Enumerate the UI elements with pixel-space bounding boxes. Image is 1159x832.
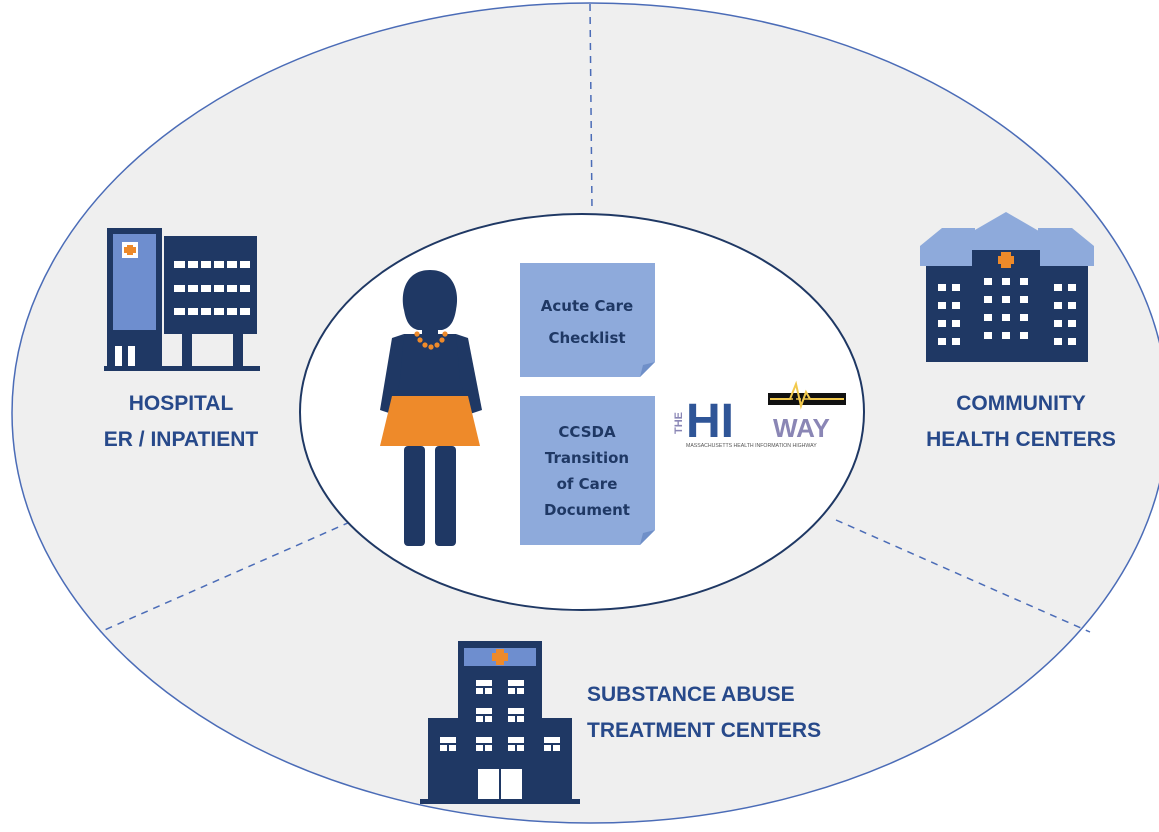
hospital-label-line1: HOSPITAL [129,392,234,415]
logo-hi: HI [686,395,734,448]
logo-the: THE [673,412,685,434]
sector-dividers [99,3,1091,633]
acute-care-line1: Acute Care [541,297,633,315]
treatment-center-icon [420,641,580,804]
hiway-logo: THE HI WAY MASSACHUSETTS HEALTH INFORMAT… [673,380,846,449]
community-label-line1: COMMUNITY [956,392,1086,415]
divider-left [99,521,351,633]
ccsda-line2: Transition [545,449,629,467]
logo-heartbeat [770,380,844,410]
ccsda-line1: CCSDA [558,423,616,441]
substance-label-line2: TREATMENT CENTERS [587,719,821,742]
hospital-label-line2: ER / INPATIENT [104,428,259,451]
community-label-line2: HEALTH CENTERS [926,428,1116,451]
acute-care-checklist-document[interactable]: Acute Care Checklist [520,263,655,377]
hospital-icon [104,228,260,371]
divider-top [589,3,593,211]
logo-subtitle: MASSACHUSETTS HEALTH INFORMATION HIGHWAY [686,443,817,449]
acute-care-line2: Checklist [548,329,625,347]
community-health-center-icon [920,212,1094,362]
ccsda-document[interactable]: CCSDA Transition of Care Document [520,396,655,545]
ccsda-line3: of Care [557,475,618,493]
substance-label-line1: SUBSTANCE ABUSE [587,683,795,706]
patient-icon [380,270,482,546]
logo-way: WAY [773,413,830,443]
ccsda-line4: Document [544,501,630,519]
